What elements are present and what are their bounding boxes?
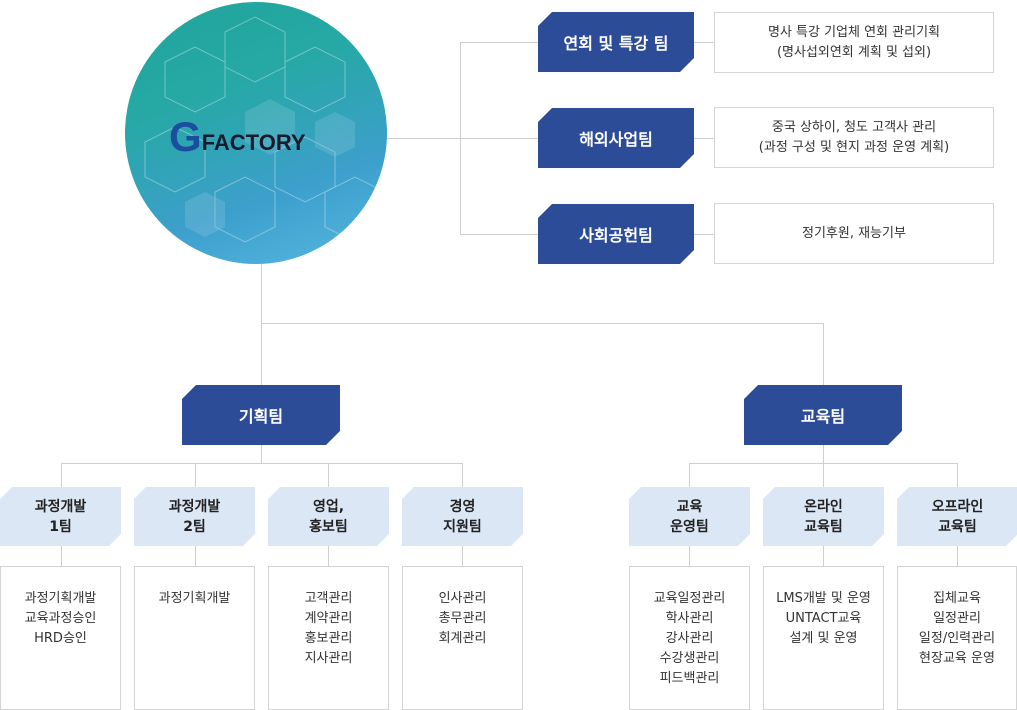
connector-planning-horizontal — [61, 463, 463, 464]
duty-item: 지사관리 — [304, 651, 353, 666]
duty-item: 강사관리 — [665, 631, 714, 646]
connector-desc-2 — [694, 138, 714, 139]
duty-item: 일정/인력관리 — [918, 631, 996, 646]
duty-item: 피드백관리 — [659, 671, 720, 686]
duty-item: 집체교육 — [933, 591, 981, 606]
team-social: 사회공헌팀 — [538, 204, 694, 264]
duty-item: 학사관리 — [665, 611, 714, 626]
connector-sub-e3 — [957, 546, 958, 566]
team-social-desc: 정기후원, 재능기부 — [714, 203, 994, 264]
duties-dev2: 과정기획개발 — [134, 566, 255, 710]
subteam-offline-label: 오프라인 교육팀 — [931, 498, 984, 535]
team-events-label: 연회 및 특강 팀 — [563, 34, 669, 53]
team-overseas-label: 해외사업팀 — [579, 130, 653, 149]
duties-sales: 고객관리 계약관리 홍보관리 지사관리 — [268, 566, 389, 710]
duties-online: LMS개발 및 운영 UNTACT교육 설계 및 운영 — [763, 566, 884, 710]
logo-circle: G FACTORY — [125, 2, 387, 264]
connector-p3 — [328, 463, 329, 487]
team-social-label: 사회공헌팀 — [579, 226, 653, 245]
connector-sub-p1 — [61, 546, 62, 566]
connector-top-3 — [460, 234, 538, 235]
team-overseas: 해외사업팀 — [538, 108, 694, 168]
connector-to-planning — [261, 323, 262, 385]
connector-e1 — [689, 463, 690, 487]
logo-text: FACTORY — [201, 130, 306, 155]
duty-item: LMS개발 및 운영 — [776, 591, 871, 606]
connector-sub-e1 — [689, 546, 690, 566]
subteam-online: 온라인 교육팀 — [763, 487, 884, 546]
subteam-sales-label: 영업, 홍보팀 — [309, 498, 348, 535]
connector-sub-p2 — [195, 546, 196, 566]
connector-circle-right — [386, 138, 461, 139]
duty-item: 고객관리 — [304, 591, 353, 606]
connector-sub-p4 — [462, 546, 463, 566]
connector-to-education — [823, 323, 824, 385]
logo-g-letter: G — [169, 113, 202, 160]
connector-main-horizontal — [261, 323, 824, 324]
duty-item: 교육일정관리 — [653, 591, 726, 606]
duty-item: 회계관리 — [438, 631, 487, 646]
duties-edu-ops: 교육일정관리 학사관리 강사관리 수강생관리 피드백관리 — [629, 566, 750, 710]
subteam-online-label: 온라인 교육팀 — [804, 498, 843, 535]
subteam-dev2-label: 과정개발 2팀 — [168, 498, 221, 535]
connector-e2 — [823, 463, 824, 487]
subteam-dev1-label: 과정개발 1팀 — [34, 498, 87, 535]
logo: G FACTORY — [169, 113, 306, 160]
connector-planning-down — [261, 445, 262, 464]
duty-item: 설계 및 운영 — [789, 631, 858, 646]
subteam-edu-ops: 교육 운영팀 — [629, 487, 750, 546]
duty-item: 총무관리 — [438, 611, 487, 626]
team-education-label: 교육팀 — [800, 407, 846, 426]
team-planning-label: 기획팀 — [238, 407, 284, 426]
connector-education-down — [823, 445, 824, 464]
duty-item: 홍보관리 — [304, 631, 353, 646]
duties-dev1: 과정기획개발 교육과정승인 HRD승인 — [0, 566, 121, 710]
subteam-sales: 영업, 홍보팀 — [268, 487, 389, 546]
duty-item: HRD승인 — [34, 631, 87, 646]
team-planning: 기획팀 — [182, 385, 340, 445]
duty-item: 현장교육 운영 — [919, 651, 995, 666]
connector-sub-p3 — [328, 546, 329, 566]
duty-item: 일정관리 — [933, 611, 981, 626]
hexagon-pattern — [144, 16, 386, 243]
subteam-dev2: 과정개발 2팀 — [134, 487, 255, 546]
team-events: 연회 및 특강 팀 — [538, 12, 694, 72]
duty-item: 수강생관리 — [659, 651, 720, 666]
duty-item: 계약관리 — [304, 611, 353, 626]
duties-management: 인사관리 총무관리 회계관리 — [402, 566, 523, 710]
connector-top-1 — [460, 42, 538, 43]
connector-circle-down — [261, 262, 262, 324]
connector-p1 — [61, 463, 62, 487]
connector-desc-1 — [694, 42, 714, 43]
subteam-dev1: 과정개발 1팀 — [0, 487, 121, 546]
duties-offline: 집체교육 일정관리 일정/인력관리 현장교육 운영 — [897, 566, 1017, 710]
duty-item: UNTACT교육 — [785, 611, 862, 626]
duty-item: 과정기획개발 — [24, 591, 97, 606]
subteam-management-label: 경영 지원팀 — [443, 498, 482, 535]
connector-desc-3 — [694, 234, 714, 235]
duty-item: 교육과정승인 — [24, 611, 97, 626]
connector-sub-e2 — [823, 546, 824, 566]
team-events-desc: 명사 특강 기업체 연회 관리기획 (명사섭외연회 계획 및 섭외) — [714, 12, 994, 73]
connector-top-2 — [460, 138, 538, 139]
team-education: 교육팀 — [744, 385, 902, 445]
connector-p2 — [195, 463, 196, 487]
connector-e3 — [957, 463, 958, 487]
duty-item: 인사관리 — [438, 591, 487, 606]
duty-item: 과정기획개발 — [158, 591, 231, 606]
subteam-management: 경영 지원팀 — [402, 487, 523, 546]
subteam-edu-ops-label: 교육 운영팀 — [670, 498, 709, 535]
subteam-offline: 오프라인 교육팀 — [897, 487, 1017, 546]
connector-p4 — [462, 463, 463, 487]
team-overseas-desc: 중국 상하이, 청도 고객사 관리 (과정 구성 및 현지 과정 운영 계획) — [714, 107, 994, 168]
